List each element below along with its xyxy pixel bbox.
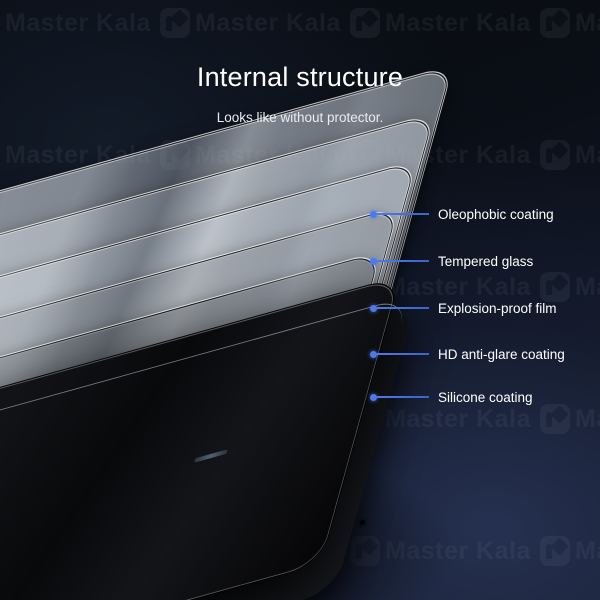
- callout-dot-icon: [370, 210, 377, 218]
- callout-leader-line: [377, 353, 429, 355]
- page-title: Internal structure: [196, 62, 404, 92]
- callout-leader-line: [377, 213, 429, 215]
- callout-label: Explosion-proof film: [438, 300, 557, 316]
- callout-label: Oleophobic coating: [438, 206, 554, 222]
- callout-dot-icon: [370, 257, 377, 265]
- callout-dot-icon: [370, 350, 377, 358]
- callout-label: Tempered glass: [438, 253, 534, 269]
- callout-leader-line: [377, 260, 429, 262]
- callout-dot-icon: [370, 393, 377, 401]
- callout-dot-icon: [370, 304, 377, 312]
- callout-3: Explosion-proof film: [370, 299, 557, 317]
- callout-2: Tempered glass: [370, 252, 533, 270]
- callout-leader-line: [377, 396, 429, 398]
- callout-1: Oleophobic coating: [370, 205, 554, 223]
- callout-4: HD anti-glare coating: [370, 345, 565, 363]
- page-subtitle: Looks like without protector.: [216, 110, 384, 125]
- callout-leader-line: [377, 307, 429, 309]
- callout-label: HD anti-glare coating: [438, 346, 565, 362]
- callout-5: Silicone coating: [370, 388, 533, 406]
- callout-label: Silicone coating: [438, 389, 533, 405]
